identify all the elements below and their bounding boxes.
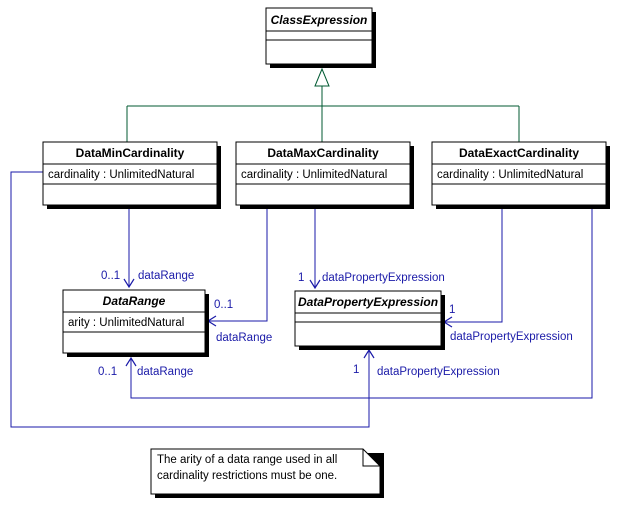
class-attribute: arity : UnlimitedNatural	[68, 317, 184, 329]
multiplicity-label: 1	[298, 272, 304, 284]
multiplicity-label: 0..1	[101, 270, 120, 282]
class-name: DataExactCardinality	[459, 146, 579, 160]
class-datamincardinality[interactable]: DataMinCardinality cardinality : Unlimit…	[42, 141, 221, 209]
generalization-arrowhead	[314, 67, 330, 87]
class-dataexactcardinality[interactable]: DataExactCardinality cardinality : Unlim…	[431, 141, 610, 209]
assoc-min-to-dpe	[10, 171, 375, 428]
class-datamaxcardinality[interactable]: DataMaxCardinality cardinality : Unlimit…	[235, 141, 414, 209]
class-name: DataPropertyExpression	[298, 295, 438, 309]
class-datarange[interactable]: DataRange arity : UnlimitedNatural	[62, 289, 209, 357]
assoc-exact-to-datarange	[125, 207, 593, 399]
assoc-max-to-datarange	[206, 207, 268, 327]
class-datapropertyexpression[interactable]: DataPropertyExpression	[294, 290, 445, 350]
role-label: dataPropertyExpression	[377, 366, 500, 378]
class-name: ClassExpression	[271, 13, 368, 27]
multiplicity-label: 0..1	[214, 299, 233, 311]
class-name: DataRange	[103, 294, 166, 308]
class-name: DataMaxCardinality	[267, 146, 379, 160]
class-attribute: cardinality : UnlimitedNatural	[437, 169, 583, 181]
association-labels: 0..1 dataRange 0..1 dataRange 1 dataProp…	[98, 270, 573, 378]
role-label: dataRange	[216, 332, 272, 344]
role-label: dataRange	[138, 270, 194, 282]
role-label: dataRange	[137, 366, 193, 378]
constraint-note[interactable]: The arity of a data range used in all ca…	[150, 448, 384, 498]
class-attribute: cardinality : UnlimitedNatural	[241, 169, 387, 181]
role-label: dataPropertyExpression	[322, 272, 445, 284]
note-line-2: cardinality restrictions must be one.	[157, 470, 337, 482]
assoc-exact-to-dpe	[442, 207, 503, 328]
note-line-1: The arity of a data range used in all	[157, 454, 337, 466]
association-lines	[10, 171, 593, 428]
multiplicity-label: 0..1	[98, 366, 117, 378]
class-classexpression[interactable]: ClassExpression	[265, 7, 376, 68]
multiplicity-label: 1	[449, 304, 455, 316]
multiplicity-label: 1	[353, 364, 359, 376]
class-name: DataMinCardinality	[76, 146, 185, 160]
class-attribute: cardinality : UnlimitedNatural	[48, 169, 194, 181]
role-label: dataPropertyExpression	[450, 331, 573, 343]
generalization-lines	[126, 86, 520, 142]
